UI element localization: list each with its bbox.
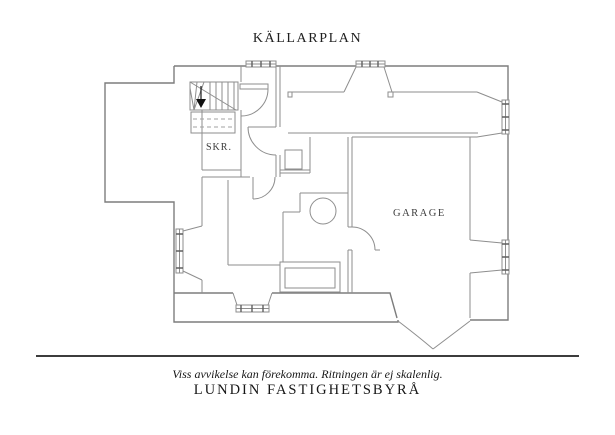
window-east-1 bbox=[501, 99, 510, 135]
windows bbox=[175, 60, 510, 313]
fixtures bbox=[279, 197, 341, 293]
garage-doors bbox=[397, 320, 471, 350]
footer-disclaimer: Viss avvikelse kan förekomma. Ritningen … bbox=[172, 367, 443, 381]
window-south-well bbox=[232, 292, 273, 313]
door-swings bbox=[239, 83, 376, 251]
chimney-shaft bbox=[284, 149, 303, 170]
interior-walls bbox=[182, 66, 503, 318]
stairs-down-arrow-head-icon bbox=[196, 99, 206, 108]
boiler-circle bbox=[309, 197, 337, 225]
window-north-2 bbox=[355, 60, 386, 68]
exterior-walls bbox=[104, 65, 509, 323]
under-stair-storage bbox=[190, 111, 236, 134]
footer-divider bbox=[36, 355, 579, 357]
window-north-1 bbox=[245, 60, 277, 68]
window-east-2 bbox=[501, 239, 510, 275]
footer-agency-name: LUNDIN FASTIGHETSBYRÅ bbox=[193, 382, 422, 398]
room-label-garage: GARAGE bbox=[393, 208, 446, 219]
window-west bbox=[175, 228, 184, 274]
door-leaf bbox=[239, 83, 269, 90]
page-title: KÄLLARPLAN bbox=[252, 31, 363, 46]
room-label-skr: SKR. bbox=[206, 142, 232, 153]
room-labels: SKR. GARAGE bbox=[206, 142, 446, 219]
staircase bbox=[189, 81, 239, 134]
